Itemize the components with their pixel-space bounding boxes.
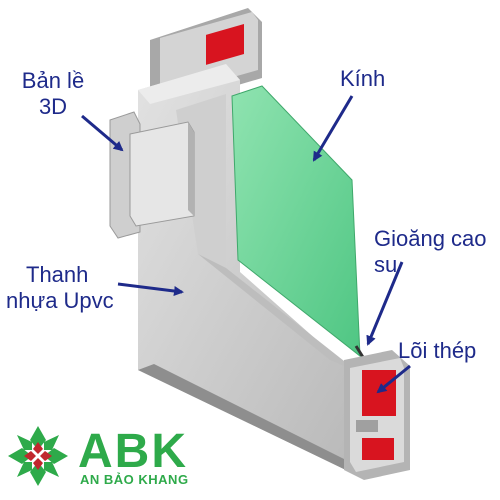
brand-name: ABK xyxy=(78,425,188,478)
hinge-arrow xyxy=(81,114,124,152)
brand-emblem-icon xyxy=(8,426,68,486)
glass-label: Kính xyxy=(340,66,386,91)
upvc-bar-label-line2: nhựa Upvc xyxy=(6,288,114,313)
gasket-label-line1: Gioăng cao xyxy=(374,226,487,251)
bottom-profile-section xyxy=(344,350,410,480)
brand-tagline: AN BẢO KHANG xyxy=(80,472,189,487)
brand-logo: ABK AN BẢO KHANG xyxy=(6,420,256,492)
steel-core-label: Lõi thép xyxy=(398,338,477,363)
steel-core-top xyxy=(206,24,244,65)
gasket-arrow xyxy=(366,261,404,346)
gasket-label: Gioăng cao su xyxy=(374,226,487,278)
upvc-bar-label: Thanh nhựa Upvc xyxy=(6,262,114,314)
hinge-label-line1: Bản lề xyxy=(21,68,85,93)
steel-arrow xyxy=(376,364,411,394)
hinge-label-line2: 3D xyxy=(38,94,68,119)
glass-arrow xyxy=(312,95,354,162)
bar-arrow xyxy=(117,282,184,296)
gasket-label-line2: su xyxy=(374,252,398,277)
upvc-bar-label-line1: Thanh xyxy=(26,262,89,287)
hinge-label: Bản lề 3D xyxy=(8,68,98,120)
glass-pane xyxy=(231,85,361,358)
